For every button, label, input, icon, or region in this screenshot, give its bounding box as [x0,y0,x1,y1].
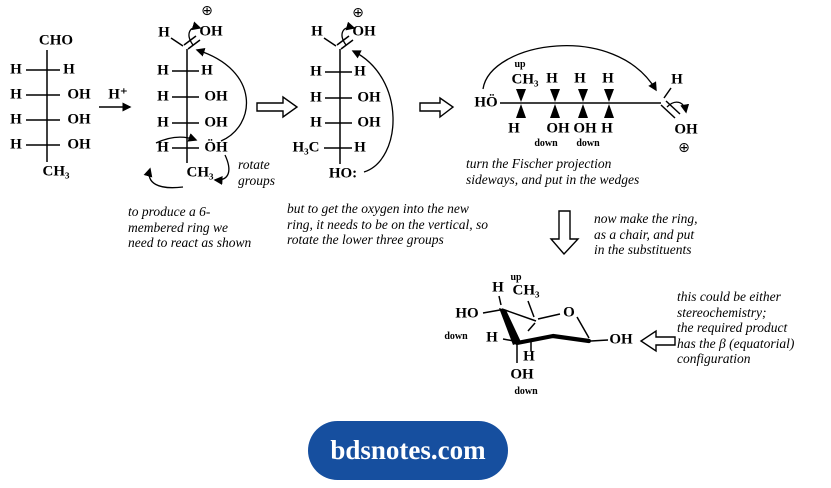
s4-plus-icon: ⊕ [678,140,690,156]
s3-ho-bottom: HO: [328,165,358,182]
s2-row3-left: H [157,114,169,131]
s4-bot-h1: H [508,120,520,137]
rotate-groups-note: rotate groups [238,157,276,188]
chair-oh-right: OH [609,331,633,348]
chair-bonds [482,295,609,363]
s2-row2-left: H [157,88,169,105]
chair-down-bottom: down [514,386,538,397]
bdsnotes-logo-text: bdsnotes.com [330,435,486,465]
s2-plus-icon: ⊕ [201,3,213,19]
chair-oh-bottom: OH [510,366,534,383]
s3-row1-left: H [310,63,322,80]
s1-row1-left: H [10,61,22,78]
s4-top-ch3: CH₃ [511,71,539,88]
bdsnotes-logo[interactable]: bdsnotes.com [308,421,508,480]
s4-top-h1: H [546,70,558,87]
s1-row1-right: H [63,61,75,78]
chair-h-inner: H [523,348,535,365]
s2-row2-right: OH [204,88,228,105]
s3-plus-icon: ⊕ [352,5,364,21]
chair-h-top: H [492,279,504,296]
chair-ch3: CH₃ [512,282,540,299]
chair-down-left: down [444,331,468,342]
s1-row4-left: H [10,136,22,153]
fischer2-bonds [170,35,201,163]
s1-cho: CHO [38,32,74,49]
s4-up-label: up [514,59,526,70]
s4-bot-oh1: OH [546,120,570,137]
caption-turn-fischer: turn the Fischer projection sideways, an… [466,156,640,187]
fischer1-bonds [26,50,60,162]
fischer3-bonds [323,35,354,164]
step-arrow-left [639,329,676,353]
s4-top-h3: H [602,70,614,87]
s3-row3-left: H [310,114,322,131]
chair-up-label: up [510,272,522,283]
caption-step3: now make the ring, as a chair, and put i… [594,211,698,257]
step-arrow-right-2 [419,96,455,119]
reagent-label: H⁺ [108,86,128,103]
s2-row3-right: OH [204,114,228,131]
caption-step1: to produce a 6- membered ring we need to… [128,204,252,250]
s4-end-h: H [671,71,683,88]
s1-row2-left: H [10,86,22,103]
chair-ring-o: O [563,304,575,321]
s2-row4-left: H [157,139,169,156]
s3-row4-left: H₃C [292,139,320,156]
fischer3-curved-arrows [341,21,394,173]
s3-row2-left: H [310,89,322,106]
s2-h-top: H [158,24,170,41]
chair-bold-wedge [499,308,521,345]
sideways-chain-curved-arrows [482,45,690,114]
fischer2-curved-arrows [143,21,248,189]
s3-row3-right: OH [357,114,381,131]
s2-row1-left: H [157,62,169,79]
chair-h-left: H [486,329,498,346]
s1-row3-right: OH [67,111,91,128]
caption-result: this could be either stereochemistry; th… [677,289,795,366]
s4-end-oh: OH [674,121,698,138]
caption-step2: but to get the oxygen into the new ring,… [287,201,488,247]
s4-bot-h2: H [601,120,613,137]
s4-bot-oh2: OH [573,120,597,137]
sideways-chain-wedges [516,89,614,118]
s4-down-label-2: down [576,138,600,149]
s3-row1-right: H [354,63,366,80]
s4-down-label-1: down [534,138,558,149]
chair-ho: HO [455,305,479,322]
s4-ho: HÖ [474,94,498,111]
s2-oh-top: OH [199,23,223,40]
s1-row3-left: H [10,111,22,128]
s2-row4-right: ÖH [204,139,228,156]
s3-h-top: H [311,23,323,40]
step-arrow-right-1 [256,95,299,119]
s2-ch3: CH₃ [186,164,214,181]
s4-top-h2: H [574,70,586,87]
s3-row4-right: H [354,139,366,156]
s2-row1-right: H [201,62,213,79]
step-arrow-down [549,210,580,256]
s1-row2-right: OH [67,86,91,103]
s1-row4-right: OH [67,136,91,153]
s3-row2-right: OH [357,89,381,106]
sideways-chain-bonds [500,87,681,119]
s3-oh-top: OH [352,23,376,40]
s1-ch3: CH₃ [42,163,70,180]
